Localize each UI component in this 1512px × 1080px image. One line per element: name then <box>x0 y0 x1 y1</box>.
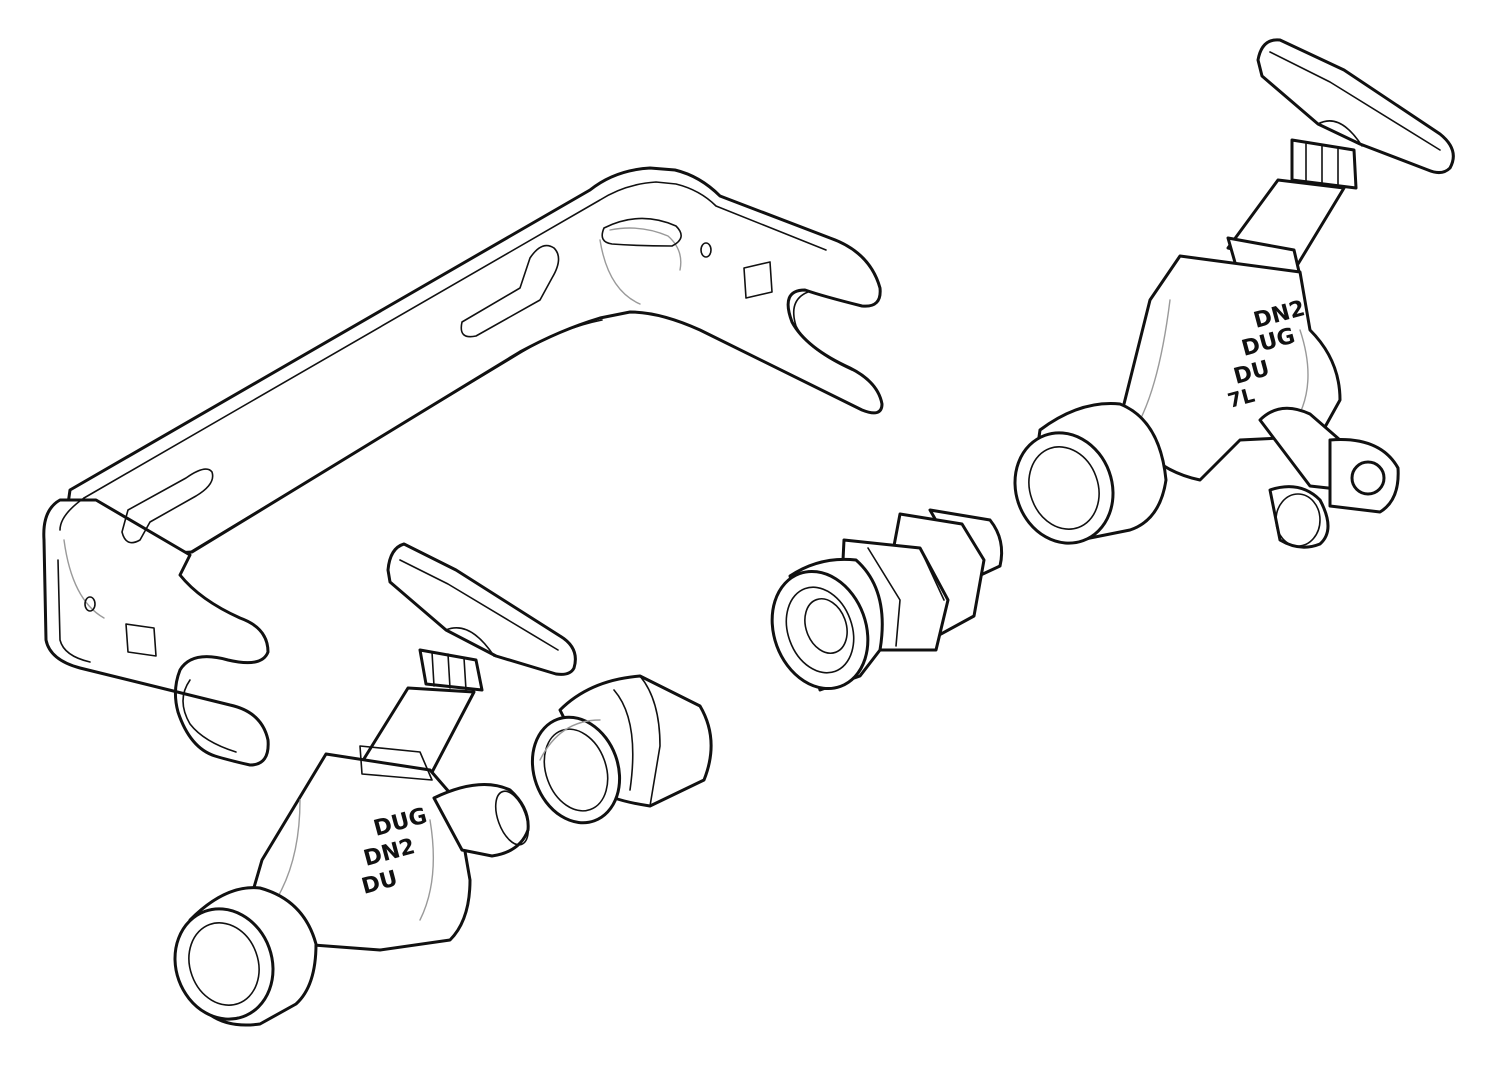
bracket-round-hole-2 <box>84 596 96 612</box>
right-union-coupling <box>770 508 1004 692</box>
left-marking-2: DN2 <box>361 834 418 872</box>
right-valve-inlet <box>1013 431 1115 545</box>
bracket-end-plate <box>42 498 270 767</box>
bracket-square-hole-2 <box>125 623 157 657</box>
bracket-slot-1 <box>460 244 560 338</box>
left-angle-valve: DUG DN2 DU <box>173 542 577 1027</box>
coupling-opening <box>770 569 870 691</box>
bracket-square-hole-1 <box>743 261 773 299</box>
left-valve-t-handle[interactable] <box>386 542 577 676</box>
left-valve-inlet <box>173 907 275 1021</box>
bracket-round-hole-1 <box>700 242 712 258</box>
bracket-long-arm <box>58 166 884 562</box>
drain-cap-circle <box>1350 460 1386 496</box>
bracket-slot-2 <box>121 468 214 544</box>
wall-bracket <box>42 166 884 767</box>
right-marking-2: DUG <box>1239 324 1298 362</box>
left-union-nut <box>530 674 713 825</box>
right-valve-t-handle[interactable] <box>1256 38 1455 175</box>
right-angle-valve: DN2 DUG DU 7L <box>1013 38 1455 549</box>
